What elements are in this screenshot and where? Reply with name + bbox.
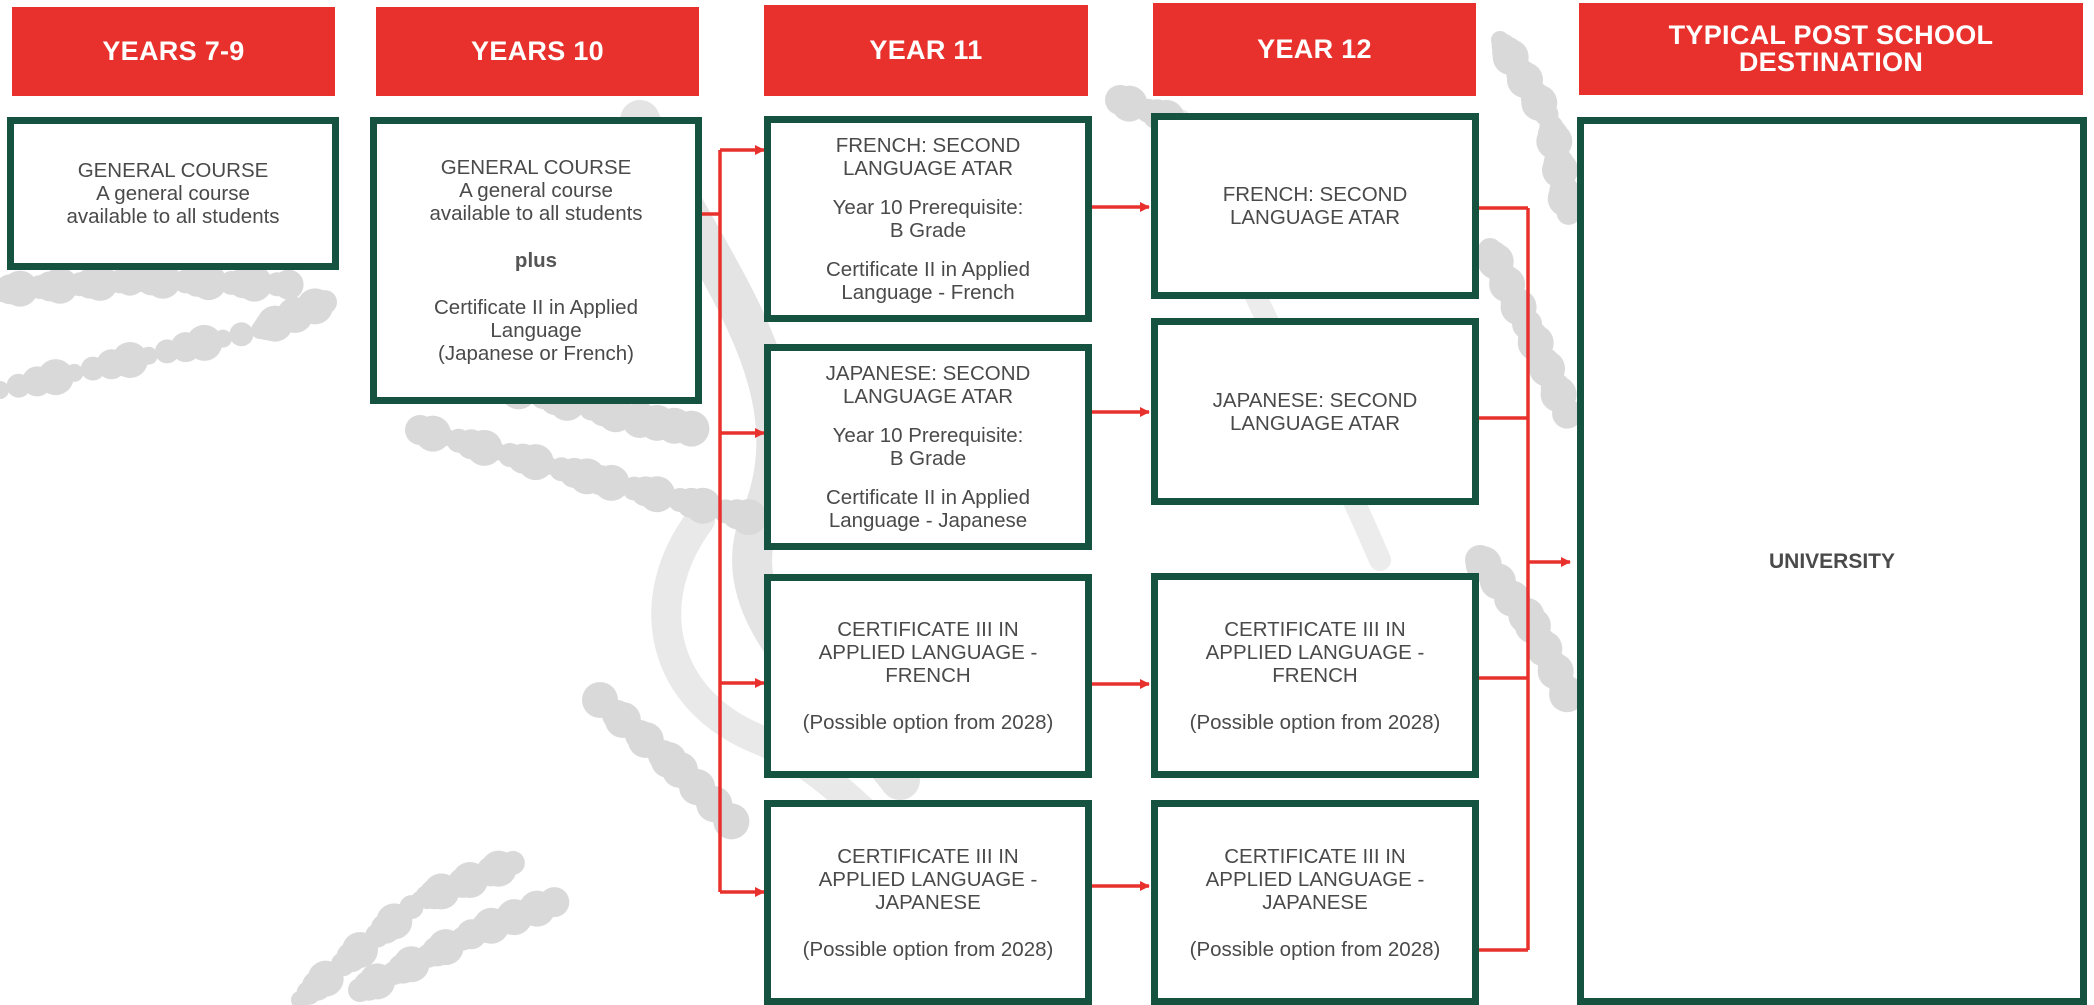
header-year-11-label: YEAR 11	[869, 35, 983, 65]
y11-french-cert2: Language - French	[841, 281, 1015, 304]
background-dot	[236, 265, 273, 302]
background-dot	[539, 887, 570, 918]
y11-french-prereq1: Year 10 Prerequisite:	[832, 196, 1024, 219]
header-post-school-destination: TYPICAL POST SCHOOL DESTINATION	[1579, 3, 2083, 95]
box-general-course-years-7-9: GENERAL COURSE A general course availabl…	[7, 117, 339, 270]
y11-cert-french-title1: CERTIFICATE III IN	[837, 618, 1019, 641]
y12-cert-french-note: (Possible option from 2028)	[1189, 710, 1441, 734]
background-dot	[726, 816, 745, 835]
y12-french-title1: FRENCH: SECOND	[1222, 183, 1408, 206]
header-year-12: YEAR 12	[1153, 3, 1476, 96]
y12-cert-japanese-title2: APPLIED LANGUAGE -	[1205, 867, 1425, 891]
y11-japanese-prereq1: Year 10 Prerequisite:	[832, 424, 1024, 447]
y11-cert-japanese-note: (Possible option from 2028)	[802, 937, 1054, 961]
background-dot	[686, 420, 705, 439]
background-dot	[112, 342, 148, 378]
background-dot	[500, 850, 525, 875]
y10-title: GENERAL COURSE	[440, 156, 632, 179]
y11-cert-japanese-title2: APPLIED LANGUAGE -	[818, 867, 1038, 891]
y79-line3: available to all students	[66, 205, 280, 228]
box-y11-cert-iii-japanese: CERTIFICATE III IN APPLIED LANGUAGE - JA…	[764, 800, 1092, 1005]
y11-japanese-title2: LANGUAGE ATAR	[842, 385, 1014, 408]
y11-japanese-prereq2: B Grade	[889, 447, 967, 470]
y11-japanese-cert1: Certificate II in Applied	[826, 486, 1030, 509]
background-dot	[1552, 398, 1583, 429]
y12-cert-french-title3: FRENCH	[1272, 663, 1358, 687]
y10-cert3: (Japanese or French)	[438, 342, 634, 365]
header-years-7-9-label: YEARS 7-9	[102, 36, 245, 66]
y10-line3: available to all students	[429, 202, 643, 225]
header-year-11: YEAR 11	[764, 5, 1088, 96]
y11-cert-japanese-title3: JAPANESE	[875, 890, 981, 914]
background-dot	[313, 290, 337, 315]
destination-university-label: UNIVERSITY	[1768, 549, 1896, 573]
header-years-10: YEARS 10	[376, 7, 699, 96]
y12-cert-japanese-title1: CERTIFICATE III IN	[1224, 844, 1406, 868]
header-destination-line2: DESTINATION	[1738, 47, 1924, 77]
box-y11-cert-iii-french: CERTIFICATE III IN APPLIED LANGUAGE - FR…	[764, 574, 1092, 778]
y11-french-cert1: Certificate II in Applied	[826, 258, 1030, 281]
header-years-10-label: YEARS 10	[471, 36, 604, 66]
y12-japanese-title2: LANGUAGE ATAR	[1229, 411, 1401, 435]
y11-cert-japanese-title1: CERTIFICATE III IN	[837, 844, 1019, 868]
background-dot	[730, 499, 767, 536]
header-years-7-9: YEARS 7-9	[12, 7, 335, 96]
box-destination-university: UNIVERSITY	[1577, 117, 2087, 1005]
box-y11-japanese-atar: JAPANESE: SECOND LANGUAGE ATAR Year 10 P…	[764, 344, 1092, 550]
box-y11-french-atar: FRENCH: SECOND LANGUAGE ATAR Year 10 Pre…	[764, 116, 1092, 322]
y11-french-prereq2: B Grade	[889, 219, 967, 242]
y12-cert-french-title2: APPLIED LANGUAGE -	[1205, 640, 1425, 664]
y12-cert-japanese-note: (Possible option from 2028)	[1189, 937, 1441, 961]
y10-cert1: Certificate II in Applied	[434, 296, 638, 319]
y11-cert-french-title2: APPLIED LANGUAGE -	[818, 641, 1038, 664]
box-y12-japanese-atar: JAPANESE: SECOND LANGUAGE ATAR	[1151, 318, 1479, 505]
background-dot	[1556, 200, 1581, 225]
box-y12-cert-iii-japanese: CERTIFICATE III IN APPLIED LANGUAGE - JA…	[1151, 800, 1479, 1005]
background-dot	[1549, 676, 1586, 713]
box-y12-cert-iii-french: CERTIFICATE III IN APPLIED LANGUAGE - FR…	[1151, 573, 1479, 778]
background-dot	[273, 269, 304, 300]
y79-title: GENERAL COURSE	[77, 159, 269, 182]
y10-cert2: Language	[490, 319, 582, 342]
y10-line2: A general course	[459, 179, 613, 202]
y11-french-title2: LANGUAGE ATAR	[842, 157, 1014, 180]
y11-japanese-cert2: Language - Japanese	[828, 509, 1028, 532]
background-dot	[186, 324, 223, 361]
header-destination-line1: TYPICAL POST SCHOOL	[1668, 20, 1994, 50]
y12-cert-french-title1: CERTIFICATE III IN	[1224, 617, 1406, 641]
box-general-course-years-10: GENERAL COURSE A general course availabl…	[370, 117, 702, 404]
y10-plus: plus	[514, 249, 558, 272]
y11-japanese-title1: JAPANESE: SECOND	[825, 362, 1031, 385]
y79-line2: A general course	[96, 182, 250, 205]
y12-japanese-title1: JAPANESE: SECOND	[1212, 388, 1418, 412]
y11-french-title1: FRENCH: SECOND	[835, 134, 1021, 157]
background-dot	[65, 363, 84, 382]
y11-cert-french-note: (Possible option from 2028)	[802, 711, 1054, 734]
y12-cert-japanese-title3: JAPANESE	[1262, 890, 1368, 914]
background-dot	[37, 359, 74, 396]
background-dot	[213, 329, 232, 348]
box-y12-french-atar: FRENCH: SECOND LANGUAGE ATAR	[1151, 113, 1479, 299]
header-year-12-label: YEAR 12	[1257, 34, 1372, 64]
y12-french-title2: LANGUAGE ATAR	[1229, 206, 1401, 229]
background-dot	[139, 346, 158, 365]
background-dot	[229, 322, 254, 347]
y11-cert-french-title3: FRENCH	[885, 664, 971, 687]
